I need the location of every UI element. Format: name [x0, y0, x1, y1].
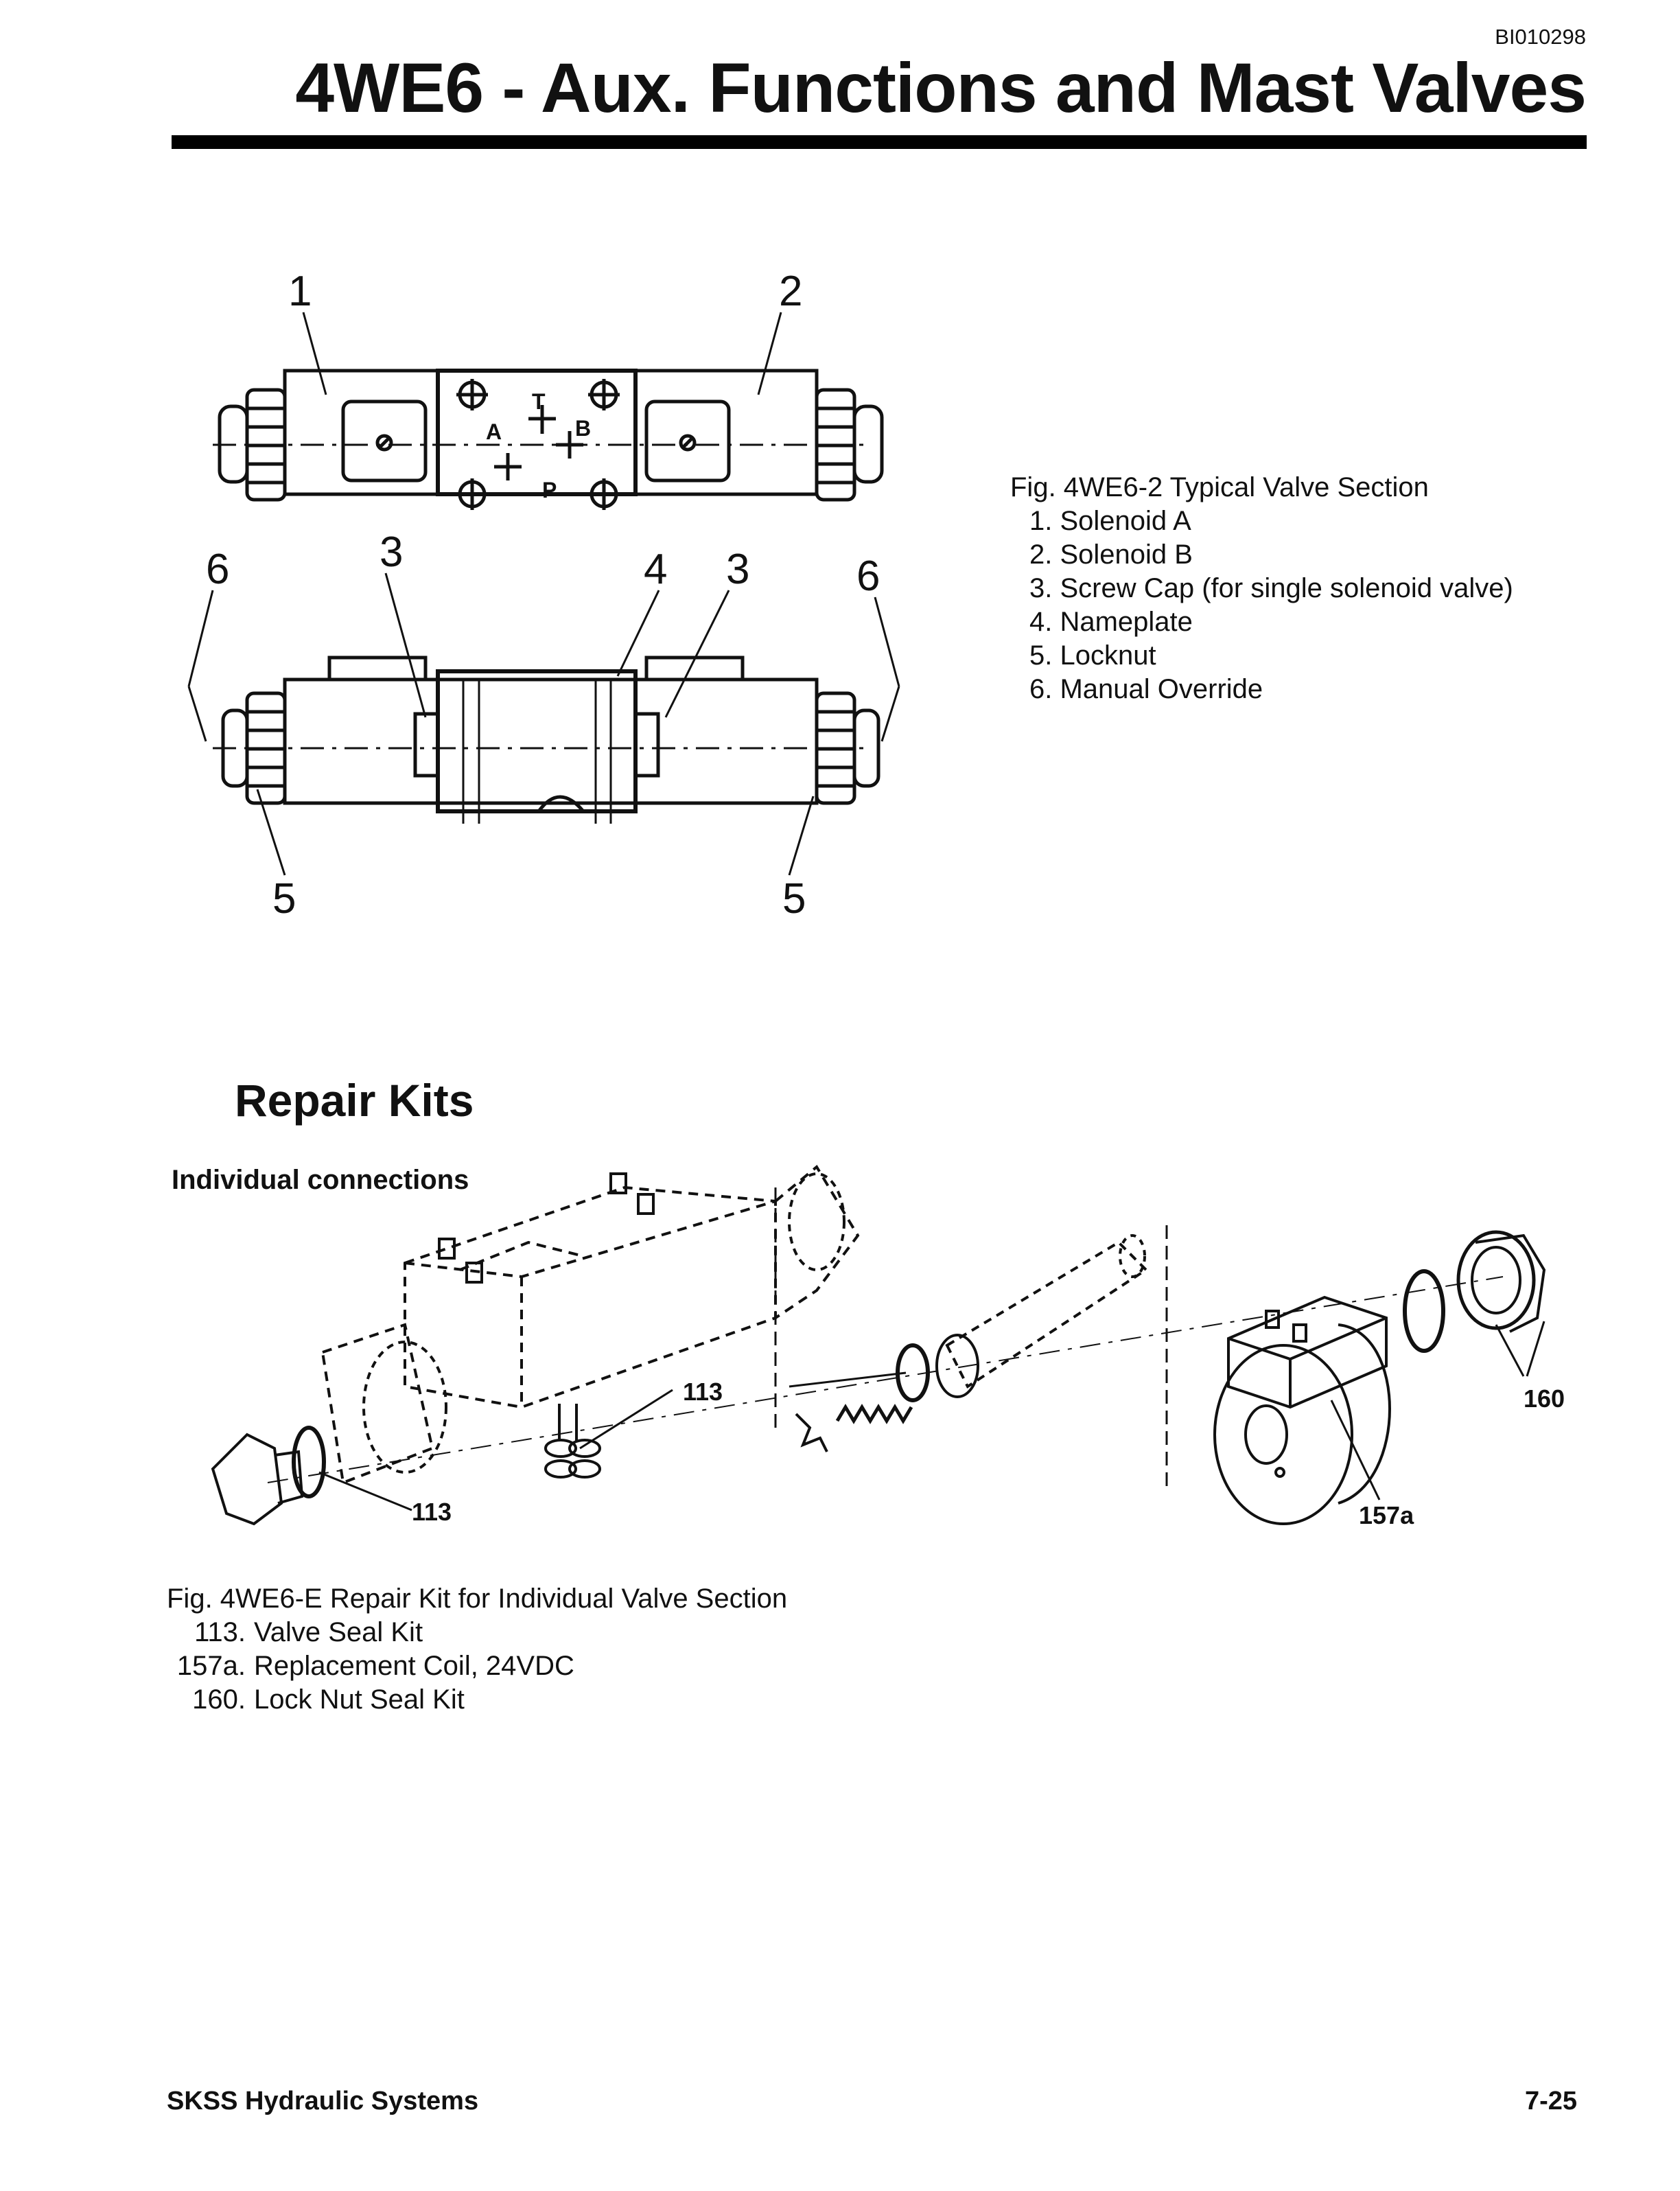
- port-o-rings: [544, 1404, 601, 1479]
- callout-160: 160: [1524, 1384, 1565, 1413]
- port-label-t: T: [532, 389, 546, 414]
- callout-3-left: 3: [380, 529, 403, 576]
- armature-tube: [935, 1234, 1149, 1398]
- body-features: [362, 1172, 845, 1474]
- callout-2: 2: [779, 268, 802, 315]
- seal-ring-113-left: [292, 1426, 326, 1498]
- lock-nut: [1456, 1230, 1546, 1333]
- repair-kit-exploded-drawing: 113 113 160 157a: [211, 1164, 1565, 1529]
- kit-caption-title: Fig. 4WE6-E Repair Kit for Individual Va…: [167, 1584, 788, 1614]
- valve-body-isometric: [320, 1164, 860, 1485]
- callout-6-right: 6: [856, 553, 880, 600]
- spring: [835, 1404, 913, 1424]
- spring-retainer: [795, 1413, 828, 1452]
- footer-company: SKSS Hydraulic Systems: [167, 2087, 479, 2115]
- repair-kits-subtitle: Individual connections: [172, 1165, 469, 1195]
- valve-caption-item: 2. Solenoid B: [1029, 540, 1193, 570]
- valve-side-view: [213, 656, 880, 824]
- kit-caption-text: Valve Seal Kit: [254, 1617, 423, 1647]
- title-rule: [172, 135, 1587, 149]
- valve-caption-item: 4. Nameplate: [1029, 607, 1193, 637]
- footer-page-number: 7-25: [1524, 2087, 1577, 2115]
- kit-caption-num: 113.: [194, 1617, 246, 1647]
- repair-kits-heading: Repair Kits: [235, 1075, 474, 1126]
- port-label-p: P: [542, 478, 557, 502]
- kit-caption-row: 157a. Replacement Coil, 24VDC: [167, 1649, 787, 1683]
- valve-section-drawing: T A B P: [187, 268, 900, 923]
- port-label-b: B: [575, 416, 591, 441]
- callout-3-right: 3: [726, 546, 749, 593]
- kit-caption-num: 157a.: [176, 1651, 246, 1681]
- valve-caption-item: 6. Manual Override: [1029, 674, 1263, 704]
- callout-6-left: 6: [206, 546, 229, 593]
- valve-figure-caption: Fig. 4WE6-2 Typical Valve Section 1. Sol…: [1010, 471, 1513, 706]
- kit-leader-lines: [318, 1321, 1545, 1511]
- callout-113-upper: 113: [683, 1378, 723, 1406]
- valve-caption-item: 5. Locknut: [1029, 640, 1156, 671]
- valve-caption-title: Fig. 4WE6-2 Typical Valve Section: [1010, 472, 1429, 502]
- port-label-a: A: [486, 419, 502, 444]
- callout-5-left: 5: [272, 875, 296, 923]
- screw-cap: [211, 1433, 304, 1526]
- kit-caption-text: Lock Nut Seal Kit: [254, 1684, 465, 1715]
- repair-kit-caption: Fig. 4WE6-E Repair Kit for Individual Va…: [167, 1582, 787, 1717]
- callout-1: 1: [288, 268, 312, 315]
- seal-ring-160: [1403, 1269, 1445, 1353]
- kit-caption-text: Replacement Coil, 24VDC: [254, 1651, 574, 1681]
- callout-5-right: 5: [782, 875, 806, 923]
- valve-caption-item: 3. Screw Cap (for single solenoid valve): [1029, 573, 1513, 603]
- leader-lines: [187, 312, 900, 876]
- valve-caption-item: 1. Solenoid A: [1029, 506, 1191, 536]
- kit-caption-row: 113. Valve Seal Kit: [167, 1616, 787, 1649]
- kit-caption-row: 160. Lock Nut Seal Kit: [167, 1683, 787, 1717]
- kit-caption-num: 160.: [192, 1684, 246, 1715]
- page-title: 4WE6 - Aux. Functions and Mast Valves: [295, 49, 1587, 127]
- callout-113-lower: 113: [412, 1498, 452, 1526]
- callout-4: 4: [644, 546, 667, 593]
- document-id: BI010298: [1495, 25, 1586, 49]
- callout-157a: 157a: [1359, 1501, 1414, 1529]
- valve-top-view: T A B P: [213, 369, 884, 510]
- replacement-coil: [1213, 1295, 1391, 1525]
